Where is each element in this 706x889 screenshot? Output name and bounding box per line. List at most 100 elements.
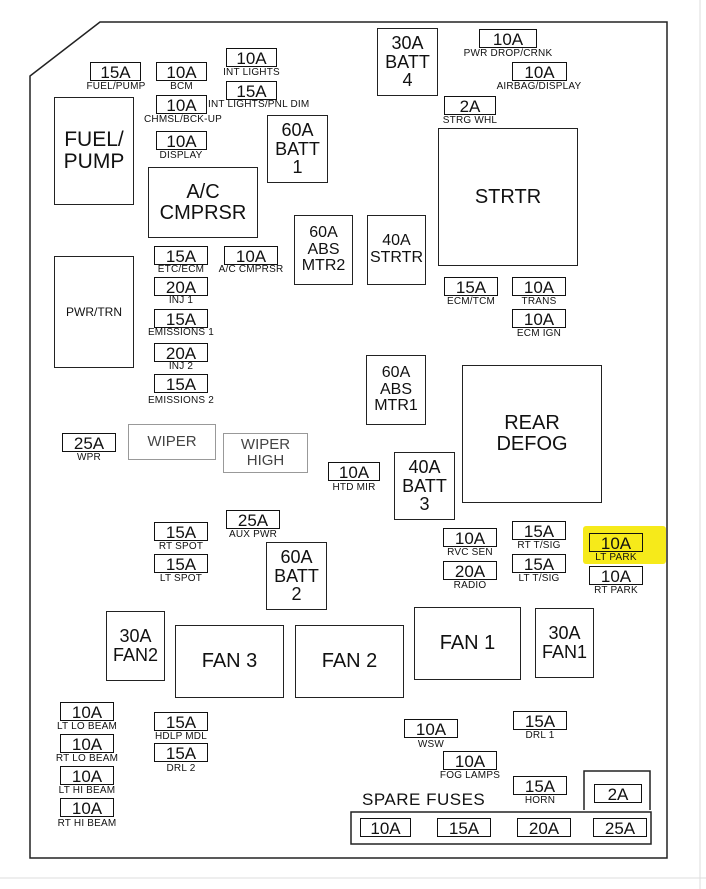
fuse-label-lt-spot: LT SPOT: [159, 573, 203, 584]
fuse-lt-hi-beam: 10A: [60, 766, 114, 785]
fuse-radio: 20A: [443, 561, 497, 580]
fuse-rt-spot: 15A: [154, 522, 208, 541]
fuse-lt-spot: 15A: [154, 554, 208, 573]
fuse-label-emissions1: EMISSIONS 1: [147, 327, 215, 338]
fan2-30a-fuse: 30A FAN2: [106, 611, 165, 681]
fuse-fuel-pump: 15A: [90, 62, 141, 81]
fuse-lt-lo-beam: 10A: [60, 702, 114, 721]
fuse-label-ecm-tcm: ECM/TCM: [446, 296, 496, 307]
fuse-htd-mir: 10A: [328, 462, 380, 481]
fuse-rvc-sen: 10A: [443, 528, 497, 547]
fuse-chmsl: 10A: [156, 95, 207, 114]
fuse-int-lights: 10A: [226, 48, 277, 67]
fan2-relay: FAN 2: [295, 625, 404, 698]
fuse-ac-cmprsr: 10A: [224, 246, 278, 265]
fuse-label-display: DISPLAY: [159, 150, 203, 161]
fuse-label-aux-pwr: AUX PWR: [228, 529, 278, 540]
fuse-hdlp-mdl: 15A: [154, 712, 208, 731]
fuse-display: 10A: [156, 131, 207, 150]
spare-fuse-2a: 2A: [594, 784, 642, 803]
fuse-label-htd-mir: HTD MIR: [332, 482, 376, 493]
wiper-high-relay: WIPER HIGH: [223, 433, 308, 473]
pwr-trn-relay: PWR/TRN: [54, 256, 134, 368]
rear-defog-relay: REAR DEFOG: [462, 365, 602, 503]
strtr-relay: STRTR: [438, 128, 578, 266]
fuse-inj1: 20A: [154, 277, 208, 296]
fuse-label-lt-hi-beam: LT HI BEAM: [58, 785, 116, 796]
fan1-30a-fuse: 30A FAN1: [535, 608, 594, 678]
fuse-label-bcm: BCM: [170, 81, 193, 92]
fuse-rt-park: 10A: [589, 566, 643, 585]
fuse-ecm-ign: 10A: [512, 309, 566, 328]
fuse-label-horn: HORN: [524, 795, 556, 806]
spare-fuses-title: SPARE FUSES: [362, 790, 486, 809]
spare-fuse-10a: 10A: [360, 818, 411, 837]
fuse-rt-lo-beam: 10A: [60, 734, 114, 753]
fuse-label-rt-hi-beam: RT HI BEAM: [57, 818, 117, 829]
fuse-label-fog-lamps: FOG LAMPS: [439, 770, 501, 781]
fuse-label-rt-tsig: RT T/SIG: [517, 540, 561, 551]
spare-fuse-25a: 25A: [593, 818, 647, 837]
fuse-pwr-drop: 10A: [479, 29, 537, 48]
fan3-relay: FAN 3: [175, 625, 284, 698]
abs-mtr2-fuse: 60A ABS MTR2: [294, 215, 353, 285]
fuse-drl2: 15A: [154, 743, 208, 762]
fuse-rt-tsig: 15A: [512, 521, 566, 540]
fuse-label-emissions2: EMISSIONS 2: [147, 395, 215, 406]
fuse-drl1: 15A: [513, 711, 567, 730]
spare-fuse-20a: 20A: [517, 818, 571, 837]
fuse-label-lt-tsig: LT T/SIG: [518, 573, 560, 584]
fuse-label-rt-park: RT PARK: [594, 585, 638, 596]
fuse-emissions1: 15A: [154, 309, 208, 328]
fuse-label-ecm-ign: ECM IGN: [516, 328, 562, 339]
fuse-label-rt-spot: RT SPOT: [158, 541, 204, 552]
fuse-horn: 15A: [513, 776, 567, 795]
fuse-trans: 10A: [512, 277, 566, 296]
fuse-int-lights-pnl: 15A: [226, 81, 277, 100]
fuse-wsw: 10A: [404, 719, 458, 738]
fuse-lt-tsig: 15A: [512, 554, 566, 573]
abs-mtr1-fuse: 60A ABS MTR1: [366, 355, 426, 425]
fuse-label-inj2: INJ 2: [168, 361, 194, 372]
batt3-fuse: 40A BATT 3: [394, 452, 455, 520]
fuse-emissions2: 15A: [154, 374, 208, 393]
fuse-label-wpr: WPR: [77, 452, 101, 463]
fuse-bcm: 10A: [156, 62, 207, 81]
fuse-rt-hi-beam: 10A: [60, 798, 114, 817]
fuse-label-rvc-sen: RVC SEN: [447, 547, 493, 558]
fuse-strg-whl: 2A: [444, 96, 496, 115]
fuse-etc-ecm: 15A: [154, 246, 208, 265]
fuse-lt-park: 10A: [589, 533, 643, 552]
strtr-40a-fuse: 40A STRTR: [367, 215, 426, 285]
fuse-label-lt-lo-beam: LT LO BEAM: [57, 721, 117, 732]
batt1-fuse: 60A BATT 1: [267, 115, 328, 183]
fuse-label-int-lights: INT LIGHTS: [223, 67, 280, 78]
fuse-fog-lamps: 10A: [443, 751, 497, 770]
fuse-label-drl1: DRL 1: [525, 730, 555, 741]
fuse-label-inj1: INJ 1: [168, 295, 194, 306]
fuse-label-etc-ecm: ETC/ECM: [157, 264, 205, 275]
fuse-label-chmsl: CHMSL/BCK-UP: [144, 114, 222, 125]
ac-cmprsr-relay: A/C CMPRSR: [148, 167, 258, 238]
fuse-label-ac-cmprsr: A/C CMPRSR: [218, 264, 284, 275]
fan1-relay: FAN 1: [414, 607, 521, 680]
batt2-fuse: 60A BATT 2: [266, 542, 327, 610]
fuse-label-radio: RADIO: [453, 580, 487, 591]
fuse-label-pwr-drop: PWR DROP/CRNK: [463, 48, 553, 59]
fuse-airbag: 10A: [512, 62, 567, 81]
fuse-wpr: 25A: [62, 433, 116, 452]
fuse-label-trans: TRANS: [521, 296, 557, 307]
fuse-label-rt-lo-beam: RT LO BEAM: [55, 753, 119, 764]
fuse-label-airbag: AIRBAG/DISPLAY: [496, 81, 582, 92]
fuse-label-drl2: DRL 2: [166, 763, 196, 774]
fuse-label-hdlp-mdl: HDLP MDL: [155, 731, 207, 742]
spare-fuse-15a: 15A: [437, 818, 491, 837]
fuse-label-wsw: WSW: [417, 739, 445, 750]
batt4-fuse: 30A BATT 4: [377, 28, 438, 96]
fuel-pump-relay: FUEL/ PUMP: [54, 97, 134, 205]
fuse-label-fuel-pump: FUEL/PUMP: [86, 81, 146, 92]
fuse-label-lt-park: LT PARK: [595, 552, 637, 563]
fuse-ecm-tcm: 15A: [444, 277, 498, 296]
